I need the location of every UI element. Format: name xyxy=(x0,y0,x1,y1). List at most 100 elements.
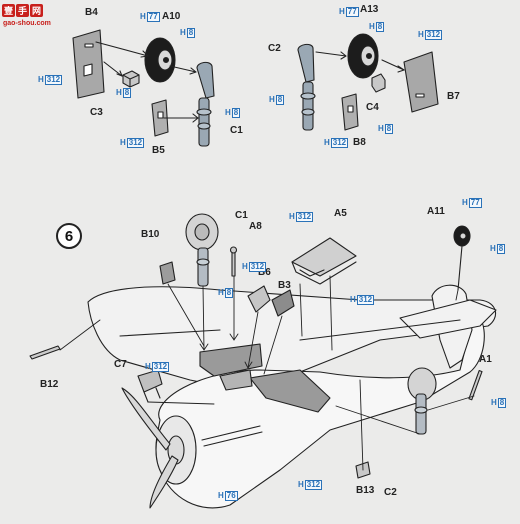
paint-code: 312 xyxy=(151,362,170,372)
part-label-b8: B8 xyxy=(353,137,366,148)
part-label-b5: B5 xyxy=(152,145,165,156)
part-b6 xyxy=(247,285,271,313)
paint-code: 312 xyxy=(356,295,375,305)
assembly-arrows xyxy=(59,275,475,471)
part-label-a13: A13 xyxy=(360,4,379,15)
paint-code: 8 xyxy=(224,288,234,298)
part-b10 xyxy=(159,261,176,285)
watermark-char: 壹 xyxy=(2,4,15,17)
watermark-site: gao-shou.com xyxy=(3,20,51,27)
part-label-b4: B4 xyxy=(85,7,98,18)
part-a8 xyxy=(229,246,238,277)
part-a1 xyxy=(468,370,483,401)
gear-door-b7 xyxy=(403,51,439,113)
paint-prefix: H xyxy=(289,212,295,221)
paint-prefix: H xyxy=(269,95,275,104)
part-label-c2: C2 xyxy=(384,487,397,498)
paint-prefix: H xyxy=(180,28,186,37)
paint-prefix: H xyxy=(298,480,304,489)
paint-code: 312 xyxy=(248,262,267,272)
paint-prefix: H xyxy=(145,362,151,371)
paint-prefix: H xyxy=(418,30,424,39)
aircraft-airframe xyxy=(87,284,497,509)
wheel-a10 xyxy=(144,37,176,83)
part-label-b7: B7 xyxy=(447,91,460,102)
part-label-b6: B6 xyxy=(258,267,271,278)
part-label-c1-top: C1 xyxy=(230,125,243,136)
part-label-a11: A11 xyxy=(427,206,445,217)
paint-prefix: H xyxy=(140,12,146,21)
paint-prefix: H xyxy=(490,244,496,253)
part-b12 xyxy=(29,345,61,360)
step-number: 6 xyxy=(56,223,82,249)
part-b8 xyxy=(341,93,359,131)
paint-code: 8 xyxy=(497,398,507,408)
paint-code: 77 xyxy=(468,198,482,208)
arrows-top-right xyxy=(315,51,405,73)
part-label-c7: C7 xyxy=(114,359,127,370)
paint-code: 312 xyxy=(330,138,349,148)
part-b3 xyxy=(271,289,295,317)
paint-prefix: H xyxy=(38,75,44,84)
paint-prefix: H xyxy=(378,124,384,133)
strut-c2-top xyxy=(297,43,316,131)
paint-code: 77 xyxy=(345,7,359,17)
wheel-a13 xyxy=(347,33,379,79)
part-label-a1: A1 xyxy=(479,354,492,365)
paint-code: 8 xyxy=(186,28,196,38)
paint-code: 8 xyxy=(122,88,132,98)
part-a5 xyxy=(291,237,357,285)
paint-code: 312 xyxy=(295,212,314,222)
paint-prefix: H xyxy=(225,108,231,117)
paint-code: 312 xyxy=(424,30,443,40)
paint-code: 76 xyxy=(224,491,238,501)
strut-c1-top xyxy=(196,61,215,147)
part-label-b10: B10 xyxy=(141,229,160,240)
paint-code: 8 xyxy=(231,108,241,118)
part-label-a10: A10 xyxy=(162,11,181,22)
paint-prefix: H xyxy=(218,288,224,297)
gear-door-b4 xyxy=(72,29,105,99)
paint-prefix: H xyxy=(350,295,356,304)
part-b5 xyxy=(151,99,169,137)
watermark-char: 手 xyxy=(16,4,29,17)
part-label-c1: C1 xyxy=(235,210,248,221)
watermark-char: 网 xyxy=(30,4,43,17)
strut-c1 xyxy=(185,213,219,287)
paint-code: 312 xyxy=(304,480,323,490)
paint-prefix: H xyxy=(120,138,126,147)
paint-prefix: H xyxy=(462,198,468,207)
paint-prefix: H xyxy=(242,262,248,271)
part-label-a8: A8 xyxy=(249,221,262,232)
arrows-top-left xyxy=(95,41,199,123)
part-label-b13: B13 xyxy=(356,485,375,496)
paint-code: 312 xyxy=(126,138,145,148)
part-label-a5: A5 xyxy=(334,208,347,219)
paint-code: 8 xyxy=(275,95,285,105)
part-a11 xyxy=(453,225,471,291)
part-label-b12: B12 xyxy=(40,379,59,390)
strut-c2 xyxy=(407,367,437,435)
watermark-logo: 壹 手 网 xyxy=(2,4,43,17)
part-c4 xyxy=(371,73,386,93)
paint-code: 312 xyxy=(44,75,63,85)
